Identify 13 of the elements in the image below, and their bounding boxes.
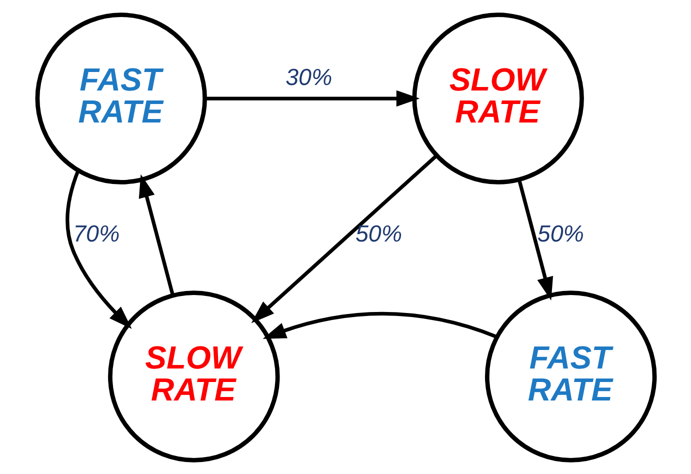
arrow <box>204 90 420 106</box>
arrow <box>65 169 132 328</box>
node-circle: FAST RATE <box>34 12 206 184</box>
arrow <box>138 174 174 296</box>
node-circle: FAST RATE <box>484 290 656 462</box>
arrow <box>262 312 498 338</box>
edge-label: 50% <box>354 220 402 246</box>
arrow <box>250 154 438 323</box>
edge-label: 50% <box>536 220 584 246</box>
arrow <box>516 178 553 300</box>
node-circle: SLOW RATE <box>412 12 584 184</box>
edge-label: 30% <box>285 64 332 90</box>
edge-label: 70% <box>72 220 120 246</box>
